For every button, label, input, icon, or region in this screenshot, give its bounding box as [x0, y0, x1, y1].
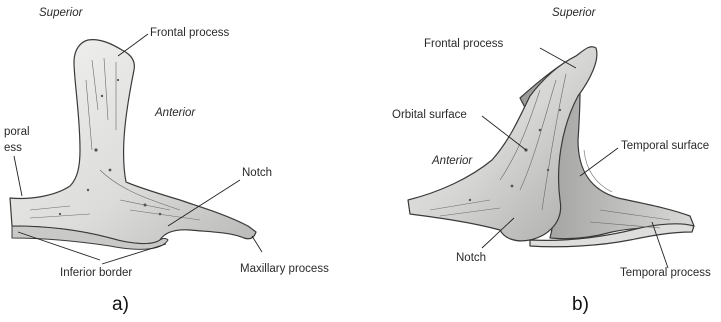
label-superior-a: Superior: [39, 7, 84, 19]
leader-frontal-process-a: [118, 34, 148, 56]
bone-illustration-a: [10, 40, 256, 250]
label-notch-a: Notch: [242, 167, 272, 179]
caption-b: b): [572, 294, 589, 315]
panel-a: Superior Frontal process Anterior poral …: [4, 7, 329, 315]
label-notch-b: Notch: [456, 252, 486, 264]
label-superior-b: Superior: [552, 7, 597, 19]
caption-a: a): [112, 294, 129, 315]
label-temporal-process-a-line2: ess: [4, 142, 22, 154]
label-anterior-a: Anterior: [154, 107, 196, 119]
label-anterior-b: Anterior: [431, 155, 473, 167]
label-inferior-border-a: Inferior border: [60, 267, 132, 279]
panel-b: Superior Frontal process Orbital surface…: [392, 7, 711, 315]
leader-temporal-surface-b: [580, 148, 618, 176]
label-orbital-surface-b: Orbital surface: [392, 109, 467, 121]
label-temporal-surface-b: Temporal surface: [621, 140, 709, 152]
leader-frontal-process-b: [540, 48, 576, 68]
label-temporal-process-b: Temporal process: [620, 267, 711, 279]
leader-maxillary-process-a: [252, 236, 262, 252]
label-maxillary-process-a: Maxillary process: [240, 263, 329, 275]
label-temporal-process-a-line1: poral: [4, 126, 30, 138]
label-frontal-process-b: Frontal process: [424, 38, 504, 50]
label-frontal-process-a: Frontal process: [150, 27, 230, 39]
leader-temporal-process-a: [14, 156, 22, 196]
